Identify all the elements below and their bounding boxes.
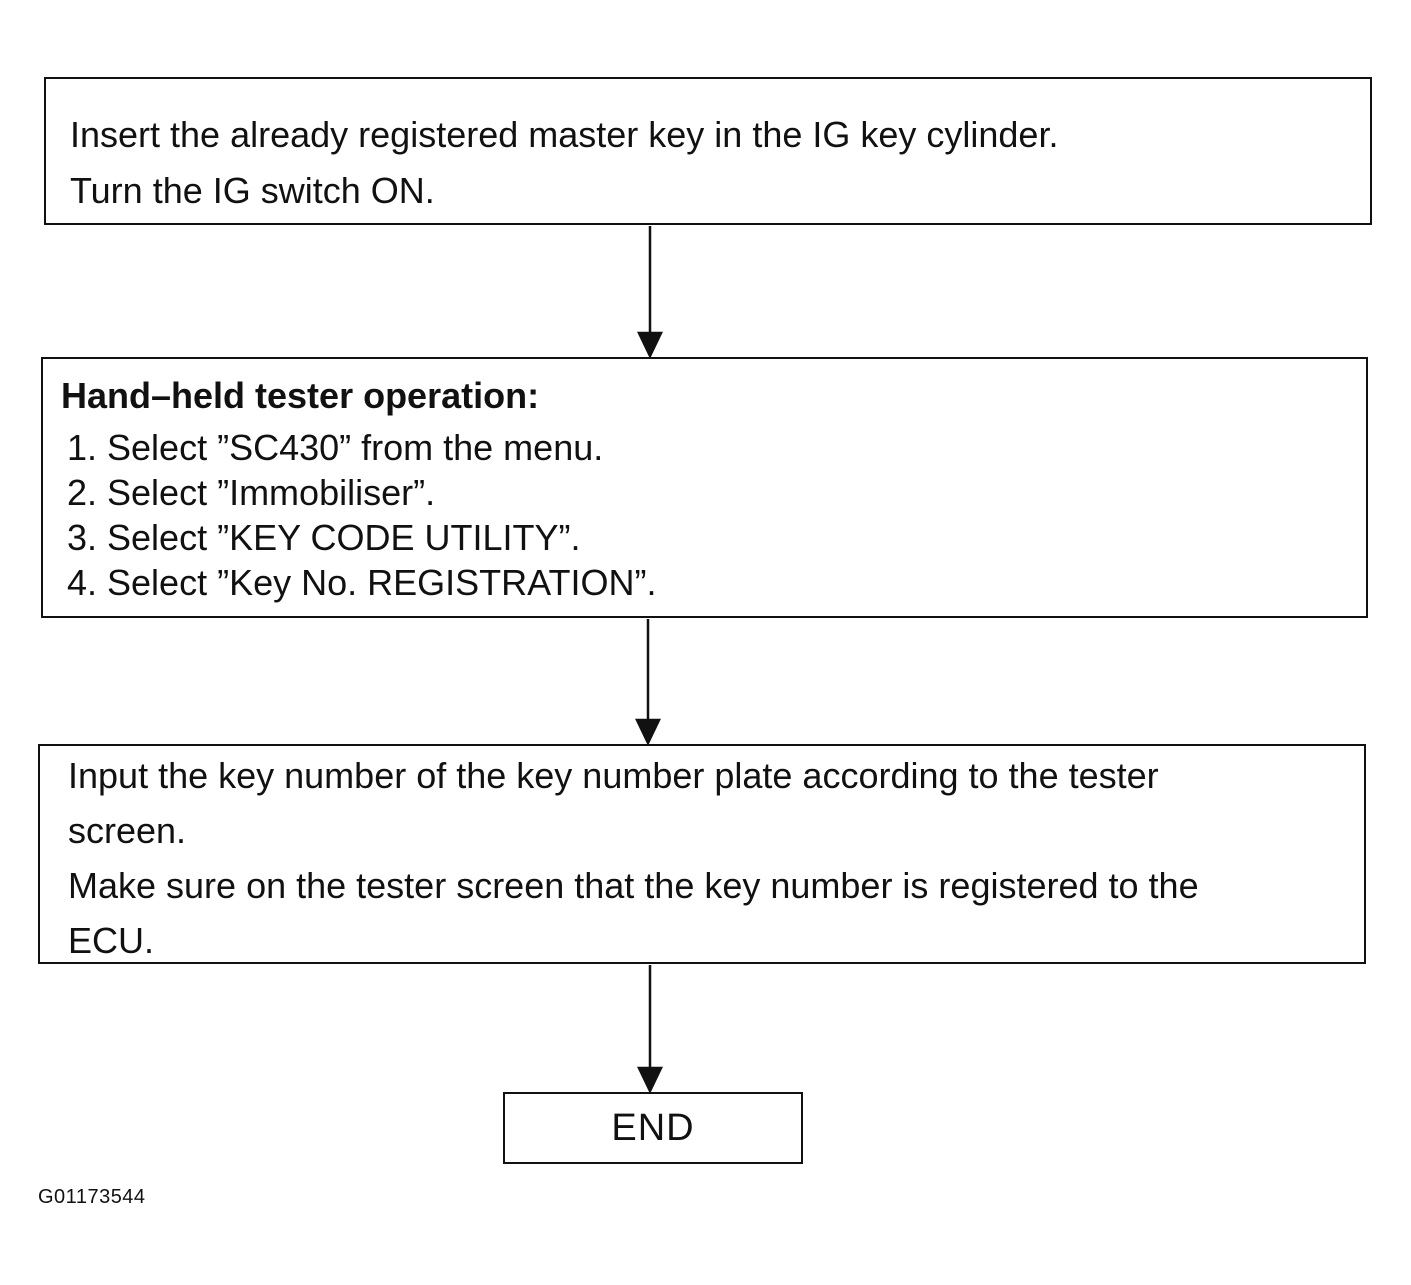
- step-insert-key-box: Insert the already registered master key…: [44, 77, 1372, 225]
- arrow-3-head: [637, 1066, 663, 1094]
- step1-line-1: Insert the already registered master key…: [70, 114, 1059, 155]
- step2-item-4: 4. Select ”Key No. REGISTRATION”.: [67, 562, 657, 603]
- end-label: END: [611, 1106, 695, 1149]
- step2-item-2: 2. Select ”Immobiliser”.: [67, 472, 436, 513]
- step3-line-3: Make sure on the tester screen that the …: [68, 865, 1199, 906]
- step2-item-3: 3. Select ”KEY CODE UTILITY”.: [67, 517, 581, 558]
- step-input-key-number-box: Input the key number of the key number p…: [38, 744, 1366, 964]
- step2-heading: Hand–held tester operation:: [61, 375, 540, 416]
- step3-line-1: Input the key number of the key number p…: [68, 755, 1159, 796]
- figure-id-label: G01173544: [38, 1186, 146, 1208]
- step-tester-operation-box: Hand–held tester operation: 1. Select ”S…: [41, 357, 1368, 618]
- end-box: END: [503, 1092, 803, 1164]
- step1-line-2: Turn the IG switch ON.: [70, 170, 435, 211]
- arrow-1-head: [637, 331, 663, 359]
- step3-line-2: screen.: [68, 810, 187, 851]
- arrow-2-head: [635, 718, 661, 746]
- step3-line-4: ECU.: [68, 920, 155, 961]
- step2-item-1: 1. Select ”SC430” from the menu.: [67, 427, 604, 468]
